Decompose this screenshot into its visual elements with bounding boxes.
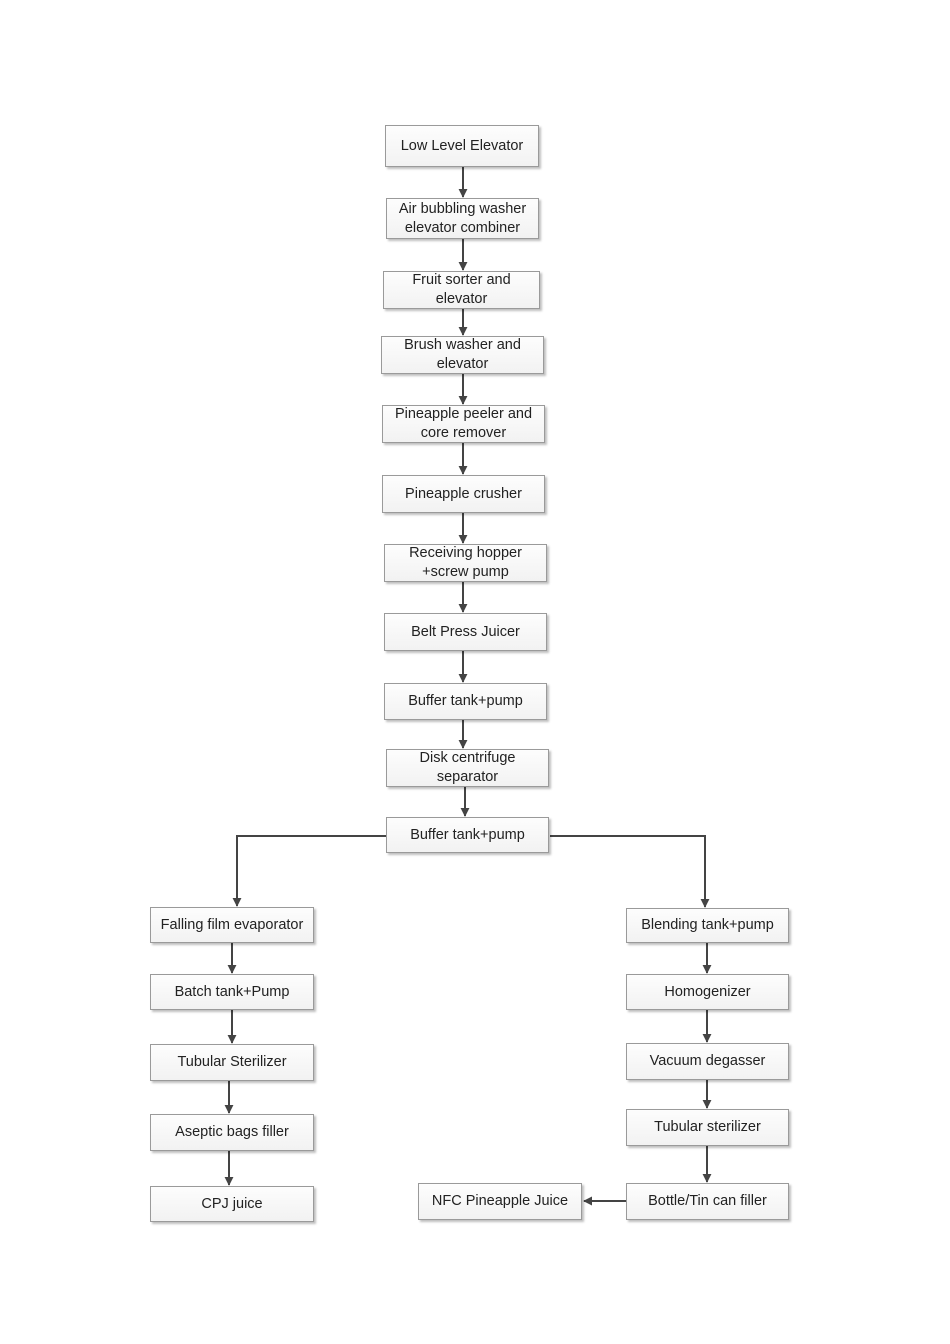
node-batch-tank: Batch tank+Pump bbox=[150, 974, 314, 1010]
node-pineapple-peeler: Pineapple peeler and core remover bbox=[382, 405, 545, 443]
node-homogenizer: Homogenizer bbox=[626, 974, 789, 1010]
node-bottle-tin-can-filler: Bottle/Tin can filler bbox=[626, 1183, 789, 1220]
node-tubular-sterilizer-left: Tubular Sterilizer bbox=[150, 1044, 314, 1081]
node-buffer-tank-1: Buffer tank+pump bbox=[384, 683, 547, 720]
node-buffer-tank-2: Buffer tank+pump bbox=[386, 817, 549, 853]
node-vacuum-degasser: Vacuum degasser bbox=[626, 1043, 789, 1080]
connector-arrow bbox=[550, 835, 710, 908]
node-low-level-elevator: Low Level Elevator bbox=[385, 125, 539, 167]
node-tubular-sterilizer-right: Tubular sterilizer bbox=[626, 1109, 789, 1146]
node-brush-washer: Brush washer and elevator bbox=[381, 336, 544, 374]
node-fruit-sorter: Fruit sorter and elevator bbox=[383, 271, 540, 309]
node-receiving-hopper: Receiving hopper +screw pump bbox=[384, 544, 547, 582]
node-blending-tank: Blending tank+pump bbox=[626, 908, 789, 943]
node-pineapple-crusher: Pineapple crusher bbox=[382, 475, 545, 513]
node-belt-press-juicer: Belt Press Juicer bbox=[384, 613, 547, 651]
node-falling-film-evaporator: Falling film evaporator bbox=[150, 907, 314, 943]
node-nfc-pineapple-juice: NFC Pineapple Juice bbox=[418, 1183, 582, 1220]
connector-arrow bbox=[232, 835, 386, 907]
node-air-bubbling-washer: Air bubbling washer elevator combiner bbox=[386, 198, 539, 239]
node-cpj-juice: CPJ juice bbox=[150, 1186, 314, 1222]
node-disk-centrifuge: Disk centrifuge separator bbox=[386, 749, 549, 787]
node-aseptic-bags-filler: Aseptic bags filler bbox=[150, 1114, 314, 1151]
